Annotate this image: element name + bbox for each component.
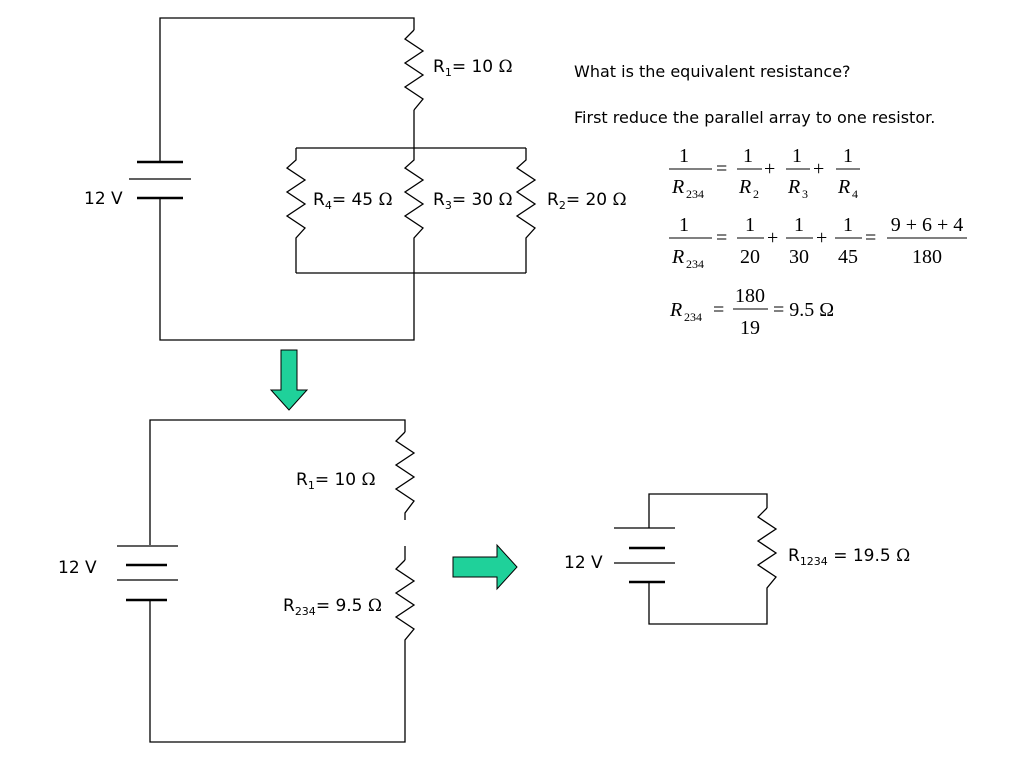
- r2-resistor: [515, 148, 537, 273]
- svg-text:234: 234: [686, 187, 704, 201]
- equation-2: 1 R 234 = 1 20 + 1 30 + 1 45 = 9 + 6 + 4…: [669, 214, 967, 271]
- svg-text:+: +: [813, 158, 824, 180]
- final-battery: [614, 527, 675, 585]
- instruction-text: First reduce the parallel array to one r…: [574, 108, 935, 127]
- r1-label: R1= 10 Ω: [433, 57, 513, 79]
- middle-circuit: 12 V R1= 10 Ω R234= 9.5 Ω: [58, 419, 416, 743]
- middle-battery-label: 12 V: [58, 558, 97, 578]
- final-circuit: 12 V R1234 = 19.5 Ω: [564, 493, 910, 625]
- svg-text:1: 1: [792, 145, 802, 167]
- svg-text:= 9.5 Ω: = 9.5 Ω: [773, 299, 834, 321]
- middle-r234-resistor: [149, 559, 416, 743]
- svg-text:234: 234: [684, 310, 702, 324]
- top-wire-bottom: [159, 205, 415, 341]
- svg-text:2: 2: [753, 187, 759, 201]
- svg-text:=: =: [716, 227, 727, 249]
- top-circuit: 12 V R1= 10 Ω R4= 45 Ω R3= 30 Ω R2= 20 Ω: [84, 17, 627, 341]
- svg-text:4: 4: [852, 187, 858, 201]
- svg-text:=: =: [713, 299, 724, 321]
- equation-1: 1 R 234 = 1 R 2 + 1 R 3 + 1 R 4: [669, 145, 860, 201]
- down-arrow-icon: [269, 349, 309, 411]
- final-wire-top: [648, 493, 768, 528]
- svg-text:1: 1: [745, 214, 755, 236]
- svg-text:R: R: [787, 176, 800, 198]
- svg-text:+: +: [816, 227, 827, 249]
- r1-resistor: [403, 29, 425, 111]
- svg-text:R: R: [738, 176, 751, 198]
- svg-text:9 + 6 + 4: 9 + 6 + 4: [891, 214, 964, 236]
- svg-text:1: 1: [679, 145, 689, 167]
- top-battery: [129, 150, 191, 205]
- svg-text:=: =: [716, 158, 727, 180]
- svg-text:R: R: [669, 299, 682, 321]
- svg-text:+: +: [764, 158, 775, 180]
- svg-text:180: 180: [735, 285, 765, 307]
- r4-label: R4= 45 Ω: [313, 190, 393, 212]
- svg-text:R: R: [837, 176, 850, 198]
- equation-3: R 234 = 180 19 = 9.5 Ω: [669, 285, 834, 339]
- svg-text:1: 1: [679, 214, 689, 236]
- final-battery-label: 12 V: [564, 553, 603, 573]
- svg-text:=: =: [865, 227, 876, 249]
- svg-text:R: R: [671, 176, 684, 198]
- top-battery-label: 12 V: [84, 189, 123, 209]
- svg-text:30: 30: [789, 246, 809, 268]
- middle-r234-label: R234= 9.5 Ω: [283, 596, 382, 618]
- svg-text:R: R: [671, 246, 684, 268]
- r4-resistor: [285, 148, 307, 273]
- svg-text:19: 19: [740, 317, 760, 339]
- r1234-resistor: [648, 507, 778, 625]
- middle-r1-label: R1= 10 Ω: [296, 470, 376, 492]
- svg-text:234: 234: [686, 257, 704, 271]
- svg-text:1: 1: [843, 214, 853, 236]
- middle-battery: [117, 545, 178, 607]
- r1234-label: R1234 = 19.5 Ω: [788, 546, 910, 568]
- svg-text:1: 1: [743, 145, 753, 167]
- svg-text:20: 20: [740, 246, 760, 268]
- r3-label: R3= 30 Ω: [433, 190, 513, 212]
- r3-resistor: [403, 148, 425, 273]
- svg-text:1: 1: [794, 214, 804, 236]
- question-text: What is the equivalent resistance?: [574, 62, 851, 81]
- r2-label: R2= 20 Ω: [547, 190, 627, 212]
- svg-text:3: 3: [802, 187, 808, 201]
- top-wire-left: [159, 17, 415, 150]
- svg-text:1: 1: [843, 145, 853, 167]
- middle-wire-top: [149, 419, 406, 545]
- right-arrow-icon: [452, 543, 518, 591]
- middle-r1-resistor: [394, 431, 416, 520]
- svg-text:180: 180: [912, 246, 942, 268]
- svg-text:45: 45: [838, 246, 858, 268]
- svg-text:+: +: [767, 227, 778, 249]
